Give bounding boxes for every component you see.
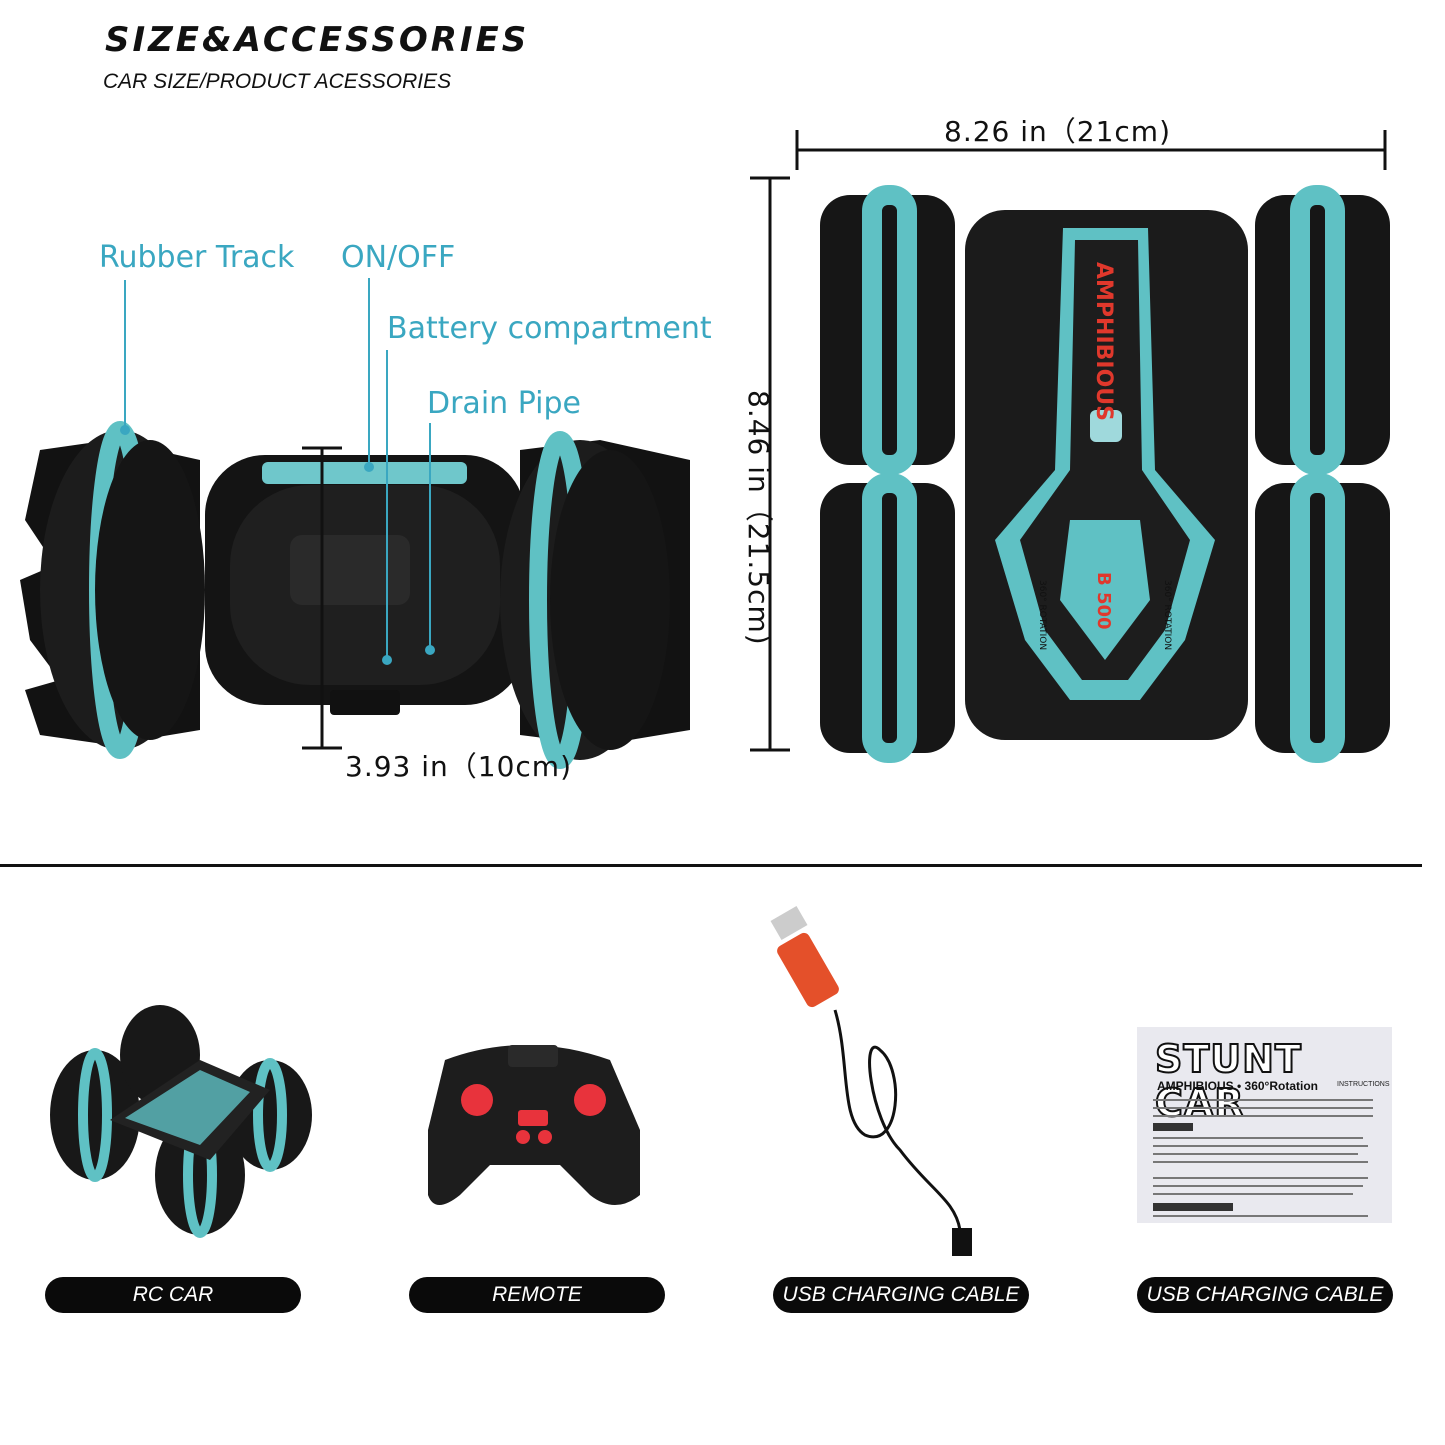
top-view-car: AMPHIBIOUS B 500 360° ROTATION 360° ROTA… bbox=[750, 130, 1390, 763]
callout-battery: Battery compartment bbox=[387, 311, 712, 346]
car-rotation-right: 360° ROTATION bbox=[1162, 580, 1172, 650]
callout-drain-pipe: Drain Pipe bbox=[427, 386, 581, 421]
usb-cable-thumbnail bbox=[770, 905, 972, 1256]
manual-text-line bbox=[1153, 1153, 1358, 1155]
dimension-width: 8.26 in（21cm) bbox=[944, 115, 1171, 148]
front-view-car bbox=[20, 278, 690, 769]
remote-thumbnail bbox=[428, 1045, 640, 1205]
page-subtitle: CAR SIZE/PRODUCT ACESSORIES bbox=[103, 70, 452, 93]
car-model-text: B 500 bbox=[1093, 572, 1114, 630]
callout-on-off: ON/OFF bbox=[341, 240, 456, 275]
manual-section-bar bbox=[1153, 1203, 1233, 1211]
accessory-label-usb-cable: USB CHARGING CABLE bbox=[773, 1277, 1029, 1313]
manual-text-line bbox=[1153, 1177, 1368, 1179]
instruction-manual: STUNT CAR AMPHIBIOUS • 360°Rotation INST… bbox=[1137, 1027, 1392, 1223]
section-divider bbox=[0, 864, 1422, 867]
manual-text-line bbox=[1153, 1107, 1373, 1109]
manual-text-line bbox=[1153, 1115, 1373, 1117]
accessory-label-manual: USB CHARGING CABLE bbox=[1137, 1277, 1393, 1313]
page-title: SIZE&ACCESSORIES bbox=[105, 20, 530, 60]
car-brand-text: AMPHIBIOUS bbox=[1091, 262, 1116, 421]
manual-text-line bbox=[1153, 1099, 1373, 1101]
manual-text-line bbox=[1153, 1215, 1368, 1217]
dimension-length: 8.46 in（21.5cm) bbox=[742, 390, 775, 646]
manual-text-line bbox=[1153, 1145, 1368, 1147]
manual-text-line bbox=[1153, 1185, 1363, 1187]
accessory-label-rc-car: RC CAR bbox=[45, 1277, 301, 1313]
rc-car-thumbnail bbox=[50, 1005, 312, 1238]
manual-text-line bbox=[1153, 1193, 1353, 1195]
manual-tag: INSTRUCTIONS bbox=[1337, 1081, 1390, 1088]
manual-text-line bbox=[1153, 1161, 1368, 1163]
manual-text-line bbox=[1153, 1137, 1363, 1139]
accessory-label-remote: REMOTE bbox=[409, 1277, 665, 1313]
manual-subtitle: AMPHIBIOUS • 360°Rotation bbox=[1157, 1079, 1319, 1093]
callout-rubber-track: Rubber Track bbox=[99, 240, 295, 275]
dimension-height: 3.93 in（10cm) bbox=[345, 750, 572, 783]
manual-section-bar bbox=[1153, 1123, 1193, 1131]
manual-title: STUNT CAR bbox=[1154, 1036, 1302, 1126]
car-rotation-left: 360° ROTATION bbox=[1037, 580, 1047, 650]
